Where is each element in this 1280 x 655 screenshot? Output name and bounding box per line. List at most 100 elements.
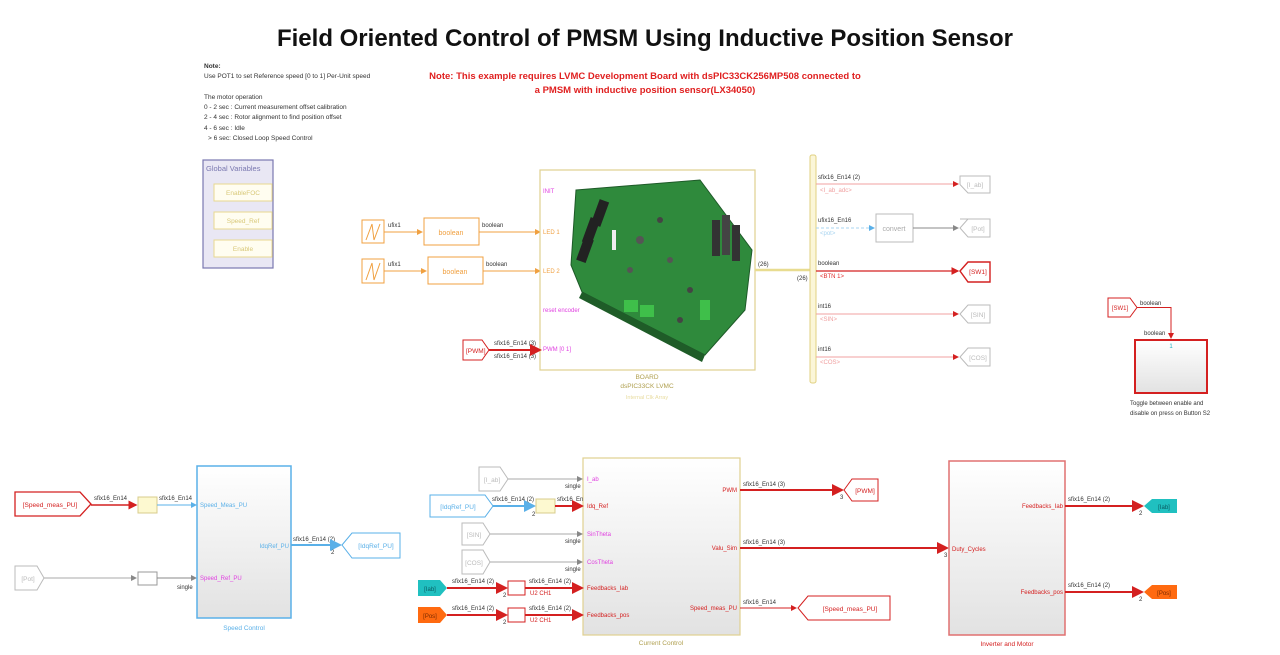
iab-goto-tag[interactable] (1144, 499, 1177, 513)
sawtooth-icon (365, 262, 381, 281)
signal-type: sfix16_En (557, 497, 583, 503)
signal-name: <SIN> (820, 317, 838, 323)
requirement-note-2: a PMSM with inductive position sensor(LX… (535, 85, 756, 96)
pot-from-tag[interactable] (14, 565, 45, 591)
signal-type: sfix16_En14 (743, 600, 777, 606)
note-line: 4 - 6 sec : Idle (204, 125, 245, 132)
operation-note: Note: Use POT1 to set Reference speed [0… (204, 63, 371, 142)
signal-dim: 2 (331, 550, 335, 556)
port-label: Feedbacks_Iab (1022, 504, 1064, 510)
block-label: U2 CH1 (530, 618, 552, 624)
iab-from-tag[interactable] (418, 580, 447, 596)
tag-label: [IdqRef_PU] (358, 543, 394, 550)
signal-type: sfix16_En14 (94, 496, 128, 502)
speed-control-block[interactable] (196, 465, 292, 619)
port-label: reset encoder (543, 308, 580, 314)
signal-type: int16 (818, 347, 832, 353)
port-label: Feedbacks_Iab (587, 586, 629, 592)
from-tag[interactable] (478, 466, 509, 492)
bus-output-pot[interactable]: ufix16_En16 <pot> convert [Pot] (816, 213, 991, 243)
signal-type: ufix16_En16 (818, 218, 852, 224)
led1-input-chain[interactable]: ufix1 boolean boolean (361, 217, 541, 246)
note-line: 2 - 4 sec : Rotor alignment to find posi… (204, 114, 342, 121)
speed-control-section[interactable]: [Speed_meas_PU] sfix16_En14 sfix16_En14 … (14, 465, 401, 632)
bus-output-sw1[interactable]: boolean <BTN 1> [SW1] (816, 261, 991, 283)
from-tag[interactable] (461, 522, 491, 546)
tag-label: [Speed_meas_PU] (23, 502, 78, 509)
signal-dim: 2 (1139, 597, 1143, 603)
signal-type: sfix16_En14 (159, 496, 193, 502)
from-tag[interactable] (461, 549, 491, 575)
signal-type: sfix16_En14 (2) (293, 537, 335, 543)
gain-block[interactable] (137, 571, 158, 586)
inverter-motor-section[interactable]: Inverter and Motor Duty_Cycles 3 Feedbac… (944, 460, 1177, 648)
port-label: Duty_Cycles (952, 547, 986, 553)
data-type-conversion-block[interactable] (137, 496, 158, 514)
rate-transition-block[interactable] (507, 607, 526, 623)
idqref-goto-tag[interactable] (341, 532, 401, 559)
sw1-from-tag[interactable] (1107, 297, 1138, 318)
goto-tag-label: [SIN] (971, 312, 986, 319)
rate-transition-block[interactable] (507, 580, 526, 596)
signal-type: int16 (818, 304, 832, 310)
current-control-section[interactable]: Current Control [I_ab] single I_ab [IdqR… (418, 457, 949, 647)
page-title: Field Oriented Control of PMSM Using Ind… (277, 25, 1013, 52)
convert-block[interactable] (875, 213, 914, 243)
toggle-subsystem[interactable]: [SW1] boolean boolean 1 Toggle between e… (1107, 297, 1211, 417)
bus-selector[interactable] (809, 154, 817, 384)
tag-label: [Iab] (424, 587, 436, 593)
pos-from-tag[interactable] (418, 607, 447, 623)
global-variables-title: Global Variables (206, 164, 261, 173)
inverter-motor-block[interactable] (948, 460, 1066, 636)
port-label: SinTheta (587, 532, 612, 538)
signal-type: boolean (1144, 331, 1165, 337)
note-line: > 6 sec: Closed Loop Speed Control (208, 135, 313, 142)
pwm-goto-tag[interactable] (843, 478, 879, 502)
block-label: U2 CH1 (530, 591, 552, 597)
signal-type: single (565, 567, 581, 573)
requirement-note: Note: This example requires LVMC Develop… (429, 71, 861, 82)
port-label: LED 2 (543, 269, 560, 275)
global-var-speed-ref[interactable]: Speed_Ref (213, 211, 273, 230)
global-var-label: Enable (233, 246, 254, 253)
data-type-conversion-block[interactable] (535, 498, 556, 514)
signal-type: sfix16_En14 (2) (492, 497, 534, 503)
block-label: Current Control (639, 640, 684, 647)
tag-label: [Iab] (1158, 505, 1170, 511)
board-block[interactable]: INIT reset encoder PWM [0 1] BOARD dsPIC… (539, 169, 756, 401)
caption: disable on press on Button S2 (1130, 411, 1211, 417)
tag-label: [I_ab] (484, 477, 500, 484)
signal-name: <I_ab_adc> (820, 188, 852, 194)
current-control-block[interactable] (582, 457, 741, 636)
port-label-background (542, 266, 564, 275)
port-label: Feedbacks_pos (587, 613, 629, 619)
pos-goto-tag[interactable] (1144, 585, 1177, 599)
bus-width: (26) (797, 276, 808, 282)
led2-input-chain[interactable]: ufix1 boolean boolean (361, 256, 541, 285)
tag-label: [SW1] (1112, 306, 1129, 312)
signal-type: sfix16_En14 (3) (743, 482, 785, 488)
signal-dim: 3 (840, 495, 844, 501)
signal-type: boolean (482, 223, 503, 229)
block-label: Inverter and Motor (980, 641, 1034, 648)
pwm-from-tag[interactable]: [PWM] (462, 339, 490, 361)
tag-label: [IdqRef_PU] (440, 504, 476, 511)
speed-meas-from-tag[interactable] (14, 491, 92, 517)
signal-dim: 2 (532, 512, 536, 518)
board-label: dsPIC33CK LVMC (620, 383, 674, 390)
bus-output-cos[interactable]: int16 <COS> [COS] (816, 347, 991, 367)
boolean-convert-block[interactable] (427, 256, 484, 285)
bus-output-sin[interactable]: int16 <SIN> [SIN] (816, 304, 991, 324)
board-label: Internal Clk Array (626, 395, 668, 401)
bus-output-iab[interactable]: sfix16_En14 (2) <I_ab_adc> [I_ab] (816, 175, 991, 194)
global-var-enable[interactable]: Enable (213, 239, 273, 258)
global-var-enablefoc[interactable]: EnableFOC (213, 183, 273, 202)
speed-meas-goto-tag[interactable] (797, 595, 891, 621)
from-tag[interactable] (429, 494, 494, 518)
signal-type: sfix16_En14 (3) (494, 354, 536, 360)
note-line: The motor operation (204, 94, 263, 101)
port-label: Idq_Ref (587, 504, 608, 510)
tag-label: [Pos] (1157, 591, 1171, 597)
